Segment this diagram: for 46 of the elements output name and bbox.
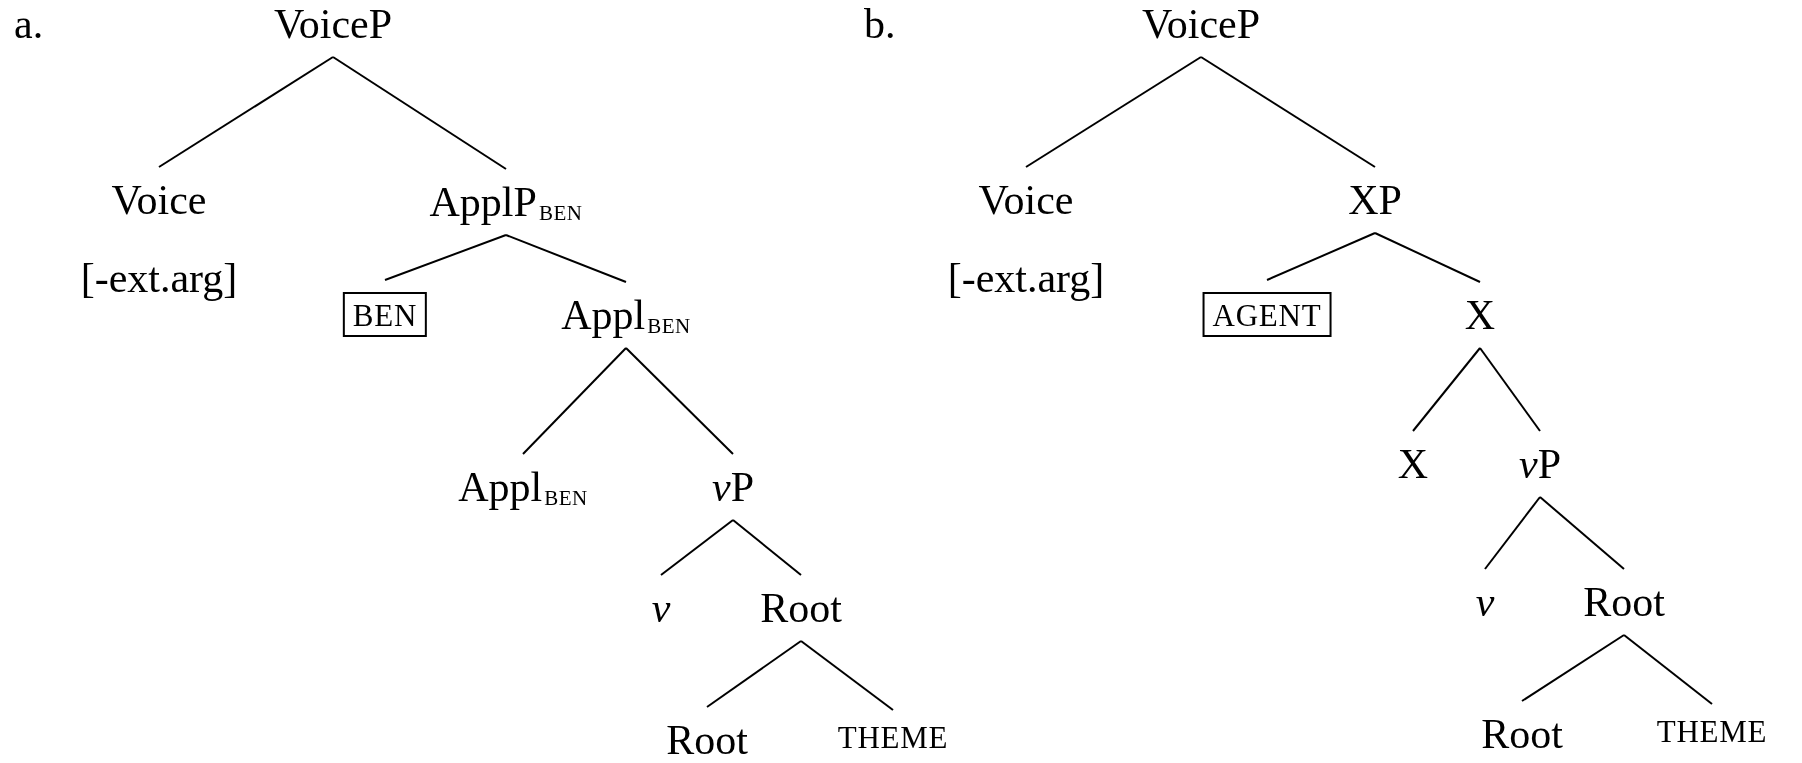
- tree-node-label: VoiceP: [1141, 3, 1261, 45]
- tree-node-label: Root: [666, 719, 748, 761]
- tree-node-label: Appl$_{BEN}$: [561, 294, 691, 336]
- tree-branch: [1539, 496, 1625, 570]
- tree-branch: [660, 519, 734, 576]
- tree-branch: [1479, 347, 1541, 432]
- tree-node-label: Root: [1481, 713, 1563, 755]
- tree-node-label: v: [1475, 581, 1495, 623]
- tree-branch: [706, 640, 802, 708]
- boxed-tree-label: AGENT: [1202, 292, 1332, 337]
- tree-node-label: Voice: [111, 179, 207, 221]
- tree-node-label: THEME: [837, 722, 949, 753]
- tree-node-label: X: [1464, 294, 1496, 336]
- tree-node-label: Voice: [978, 179, 1074, 221]
- panel-label: a.: [14, 3, 44, 45]
- tree-branch: [732, 519, 802, 576]
- tree-branch: [1200, 56, 1376, 168]
- tree-node-label: vP: [1519, 443, 1561, 485]
- tree-branch: [1521, 634, 1625, 702]
- tree-branch: [384, 234, 507, 281]
- tree-branch: [800, 640, 894, 711]
- panel-label: b.: [864, 3, 896, 45]
- tree-branch: [1374, 232, 1481, 283]
- tree-branch: [522, 347, 627, 455]
- tree-node-label: v: [651, 587, 671, 629]
- tree-branch: [505, 234, 627, 283]
- tree-node-label: VoiceP: [273, 3, 393, 45]
- tree-branch: [1623, 634, 1713, 705]
- tree-node-label: X: [1397, 443, 1429, 485]
- feature-label: [-ext.arg]: [947, 257, 1105, 299]
- tree-branch: [332, 56, 507, 170]
- boxed-tree-label: BEN: [342, 292, 428, 337]
- tree-node-label: Appl$_{BEN}$: [458, 466, 588, 508]
- feature-label: [-ext.arg]: [80, 257, 238, 299]
- tree-node-label: ApplP$_{BEN}$: [429, 181, 583, 223]
- tree-branch: [625, 347, 734, 455]
- tree-node-label: XP: [1348, 179, 1402, 221]
- tree-branch: [158, 56, 334, 168]
- tree-node-label: Root: [760, 587, 842, 629]
- tree-node-label: Root: [1583, 581, 1665, 623]
- tree-node-label: THEME: [1656, 716, 1768, 747]
- tree-branch: [1025, 56, 1202, 168]
- tree-branch: [1484, 496, 1541, 570]
- tree-branch: [1412, 347, 1481, 432]
- tree-node-label: vP: [712, 466, 754, 508]
- tree-branch: [1266, 232, 1376, 281]
